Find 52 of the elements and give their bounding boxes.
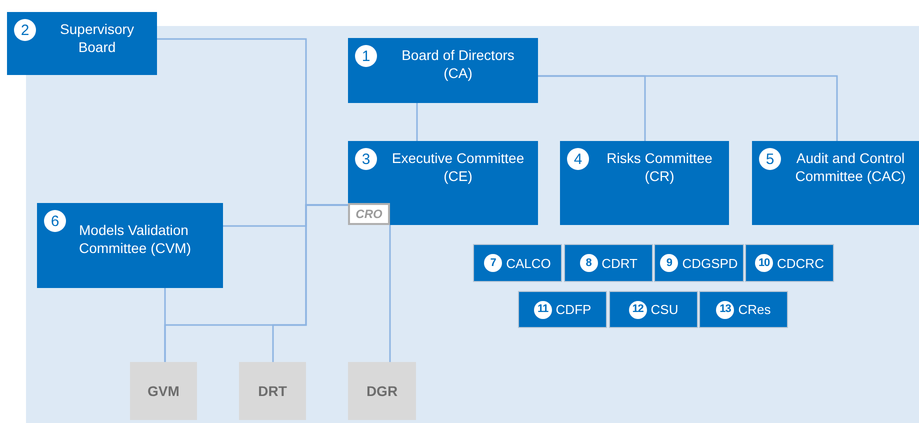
committee-box (609, 291, 698, 328)
committee-box (560, 141, 729, 225)
connector-line (389, 225, 391, 362)
node-label: CALCO (506, 256, 551, 270)
number-badge: 8 (580, 254, 598, 272)
node-label: CDCRC (777, 256, 824, 270)
number-badge: 10 (755, 254, 774, 272)
number-badge: 13 (716, 300, 734, 318)
connector-line (538, 75, 838, 141)
number-badge: 11 (534, 300, 552, 318)
connector-line (272, 204, 348, 362)
node-label: DRT (258, 384, 287, 398)
node-label: Models Validation Committee (CVM) (79, 221, 192, 257)
node-label: CDRT (602, 256, 638, 270)
connector-line (416, 103, 418, 141)
committee-box (518, 291, 607, 328)
committee-box (348, 38, 538, 103)
connector-line (164, 288, 166, 362)
committee-box (564, 244, 653, 282)
committee-box (473, 244, 562, 282)
node-label: DGR (366, 384, 398, 398)
committee-box (7, 12, 157, 75)
number-badge: 2 (14, 19, 36, 41)
node-label: GVM (148, 384, 180, 398)
number-badge: 1 (355, 45, 377, 67)
node-label: CRes (738, 303, 771, 316)
number-badge: 5 (759, 148, 781, 170)
node-label: Supervisory Board (59, 20, 135, 56)
number-badge: 3 (355, 148, 377, 170)
node-label: CDFP (556, 303, 592, 316)
committee-box (752, 141, 919, 225)
node-label: CSU (650, 303, 678, 316)
number-badge: 12 (628, 300, 647, 318)
number-badge: 9 (660, 254, 678, 272)
number-badge: 4 (567, 148, 589, 170)
node-label: CDGSPD (682, 256, 738, 270)
committee-box (654, 244, 744, 282)
committee-box (699, 291, 788, 328)
number-badge: 6 (44, 210, 66, 232)
node-label: CRO (356, 208, 382, 220)
department-box (348, 362, 416, 420)
committee-box (348, 141, 538, 225)
role-tag (348, 203, 390, 225)
node-label: Audit and Control Committee (CAC) (794, 149, 907, 185)
number-badge: 7 (484, 254, 502, 272)
node-label: Risks Committee (CR) (606, 149, 714, 185)
node-label: Executive Committee (CE) (390, 149, 526, 185)
department-box (130, 362, 197, 420)
node-label: Board of Directors (CA) (400, 46, 516, 82)
committee-box (745, 244, 834, 282)
committee-box (37, 203, 223, 288)
department-box (239, 362, 306, 420)
